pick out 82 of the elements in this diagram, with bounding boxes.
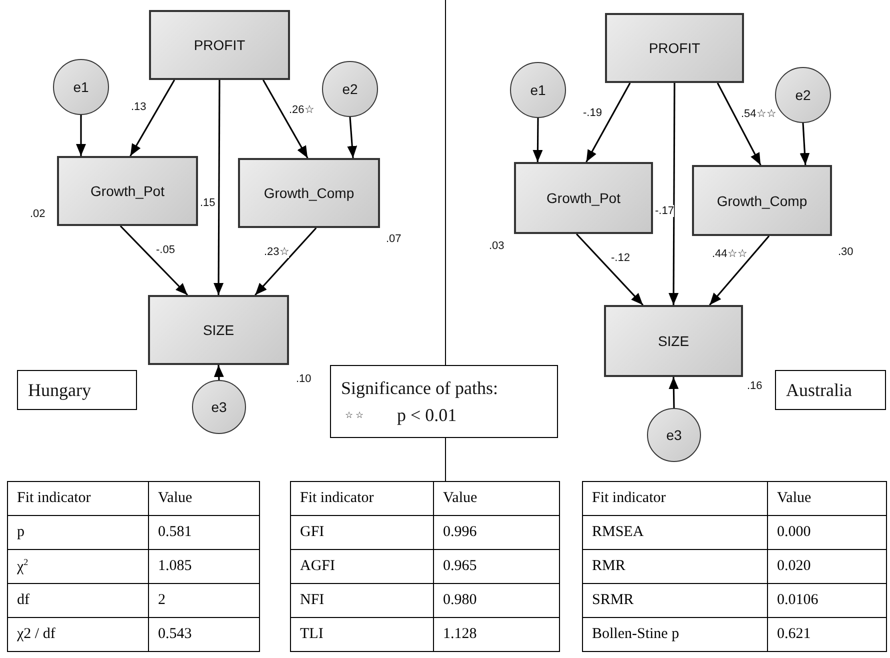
- variable-box: Growth_Pot: [514, 162, 653, 234]
- path-arrow: [532, 118, 543, 162]
- indicator-value: 0.996: [434, 516, 560, 550]
- path-arrow: [262, 80, 308, 158]
- indicator-value: 0.621: [768, 618, 886, 652]
- indicator-value: 0.581: [148, 516, 260, 550]
- indicator-value: 0.965: [434, 550, 560, 584]
- path-coefficient: .15: [200, 197, 216, 209]
- path-coefficient: -.19: [583, 107, 602, 119]
- key-text: p < 0.01: [397, 404, 457, 426]
- path-coefficient: -.17: [655, 205, 674, 217]
- indicator-name: TLI: [290, 618, 434, 652]
- error-circle: e2: [775, 67, 831, 123]
- path-coefficient: .13: [131, 101, 146, 113]
- indicator-value: 1.085: [148, 550, 260, 584]
- indicator-value: 2: [148, 584, 260, 618]
- indicator-name: df: [8, 584, 148, 618]
- path-arrow: [668, 83, 679, 305]
- variable-box: SIZE: [604, 305, 743, 377]
- path-coefficient: -.05: [156, 244, 175, 256]
- indicator-name: NFI: [290, 584, 434, 618]
- indicator-name: χ$^{2}$: [8, 550, 148, 584]
- indicator-value: 1.128: [434, 618, 560, 652]
- squared-multiple-correlation: .30: [838, 246, 854, 258]
- significance-key-box: [330, 365, 558, 438]
- indicator-name: RMR: [582, 550, 768, 584]
- path-arrow: [214, 364, 224, 380]
- path-arrow: [76, 115, 86, 156]
- path-arrow: [254, 227, 317, 296]
- variable-box: SIZE: [148, 295, 289, 365]
- column-header: Value: [148, 482, 260, 516]
- path-arrow: [214, 80, 224, 295]
- squared-multiple-correlation: .03: [489, 240, 504, 252]
- indicator-name: SRMR: [582, 584, 768, 618]
- indicator-name: Bollen-Stine p: [582, 618, 768, 652]
- indicator-value: 0.0106: [768, 584, 886, 618]
- indicator-value: 0.000: [768, 516, 886, 550]
- error-circle: e3: [192, 380, 246, 434]
- error-circle: e1: [53, 59, 109, 115]
- path-arrow: [709, 235, 770, 306]
- variable-box: Growth_Comp: [238, 158, 380, 228]
- key-heading: Significance of paths:: [341, 378, 499, 398]
- path-coefficient: -.12: [611, 252, 630, 264]
- path-arrow: [668, 376, 679, 408]
- squared-multiple-correlation: .16: [747, 380, 762, 392]
- error-circle: e1: [510, 62, 566, 118]
- column-header: Value: [434, 482, 560, 516]
- variable-box: Growth_Pot: [57, 156, 198, 226]
- indicator-name: p: [8, 516, 148, 550]
- path-coefficient: .54☆☆: [741, 107, 776, 120]
- squared-multiple-correlation: .07: [386, 233, 402, 245]
- indicator-value: 0.020: [768, 550, 886, 584]
- country-label-box: Australia: [775, 370, 886, 410]
- error-circle: e3: [647, 408, 701, 462]
- indicator-name: RMSEA: [582, 516, 768, 550]
- variable-box: Growth_Comp: [692, 165, 832, 236]
- indicator-name: χ2 / df: [8, 618, 148, 652]
- path-arrow: [716, 82, 762, 166]
- indicator-name: AGFI: [290, 550, 434, 584]
- squared-multiple-correlation: .02: [30, 208, 46, 220]
- path-coefficient: .23☆: [264, 245, 290, 258]
- squared-multiple-correlation: .10: [296, 373, 312, 385]
- path-coefficient: .44☆☆: [712, 247, 748, 260]
- path-arrow: [120, 225, 188, 296]
- column-header: Fit indicator: [582, 482, 768, 516]
- path-arrow: [347, 116, 358, 158]
- error-circle: e2: [322, 61, 378, 117]
- variable-box: PROFIT: [149, 10, 290, 80]
- indicator-value: 0.543: [148, 618, 260, 652]
- country-label-box: Hungary: [17, 370, 137, 410]
- path-arrow: [586, 82, 631, 162]
- column-header: Fit indicator: [8, 482, 148, 516]
- indicator-name: GFI: [290, 516, 434, 550]
- path-arrow: [576, 233, 644, 306]
- path-arrow: [130, 80, 176, 156]
- column-header: Value: [768, 482, 886, 516]
- indicator-value: 0.980: [434, 584, 560, 618]
- path-arrow: [800, 122, 810, 166]
- variable-box: PROFIT: [605, 13, 744, 83]
- column-header: Fit indicator: [290, 482, 434, 516]
- path-coefficient: .26☆: [289, 103, 314, 116]
- significance-stars: ☆ ☆: [344, 410, 364, 420]
